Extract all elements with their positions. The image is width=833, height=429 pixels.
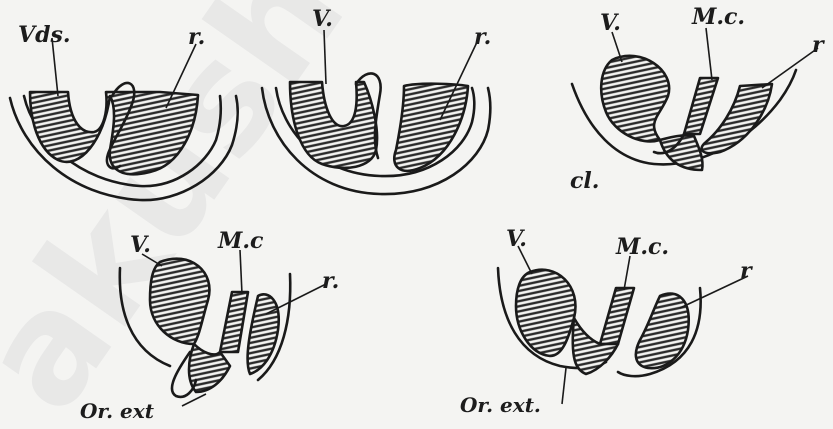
figure-5: V. M.c. r Or. ext.	[460, 226, 753, 417]
fig2-right-mass	[394, 84, 468, 171]
fig3-mc-canal	[684, 78, 718, 134]
fig4-label-mc: M.c	[217, 228, 264, 254]
fig3-label-v: V.	[600, 10, 621, 36]
fig4-leader-r	[266, 284, 326, 314]
fig5-leader-orext	[562, 368, 566, 404]
fig5-mc-canal	[600, 288, 634, 344]
fig5-label-v: V.	[506, 226, 527, 252]
fig5-leader-mc	[624, 256, 630, 290]
fig3-label-mc: M.c.	[691, 4, 745, 30]
fig3-label-cl: cl.	[570, 168, 599, 194]
fig4-label-v: V.	[130, 232, 151, 258]
fig1-label-r: r.	[188, 24, 205, 50]
fig5-label-orext: Or. ext.	[460, 393, 541, 417]
figure-3: V. M.c. r cl.	[570, 4, 825, 194]
watermark-text: akusher	[0, 0, 479, 429]
fig2-label-r: r.	[474, 24, 491, 50]
fig3-label-r: r	[812, 32, 825, 58]
fig5-v-chamber	[516, 270, 575, 356]
fig3-v-chamber	[601, 56, 669, 142]
fig5-leader-r	[680, 276, 748, 308]
fig4-label-orext: Or. ext	[80, 399, 155, 423]
fig3-leader-mc	[706, 28, 712, 80]
fig5-label-r: r	[740, 258, 753, 284]
fig2-left-mass	[290, 82, 377, 168]
fig2-label-v: V.	[312, 6, 333, 32]
fig4-mc-canal	[220, 292, 248, 352]
fig1-label-vds: Vds.	[18, 22, 71, 48]
fig4-leader-mc	[240, 250, 242, 294]
watermark: akusher	[0, 0, 479, 429]
fig4-label-r: r.	[322, 268, 339, 294]
fig5-label-mc: M.c.	[615, 234, 669, 260]
